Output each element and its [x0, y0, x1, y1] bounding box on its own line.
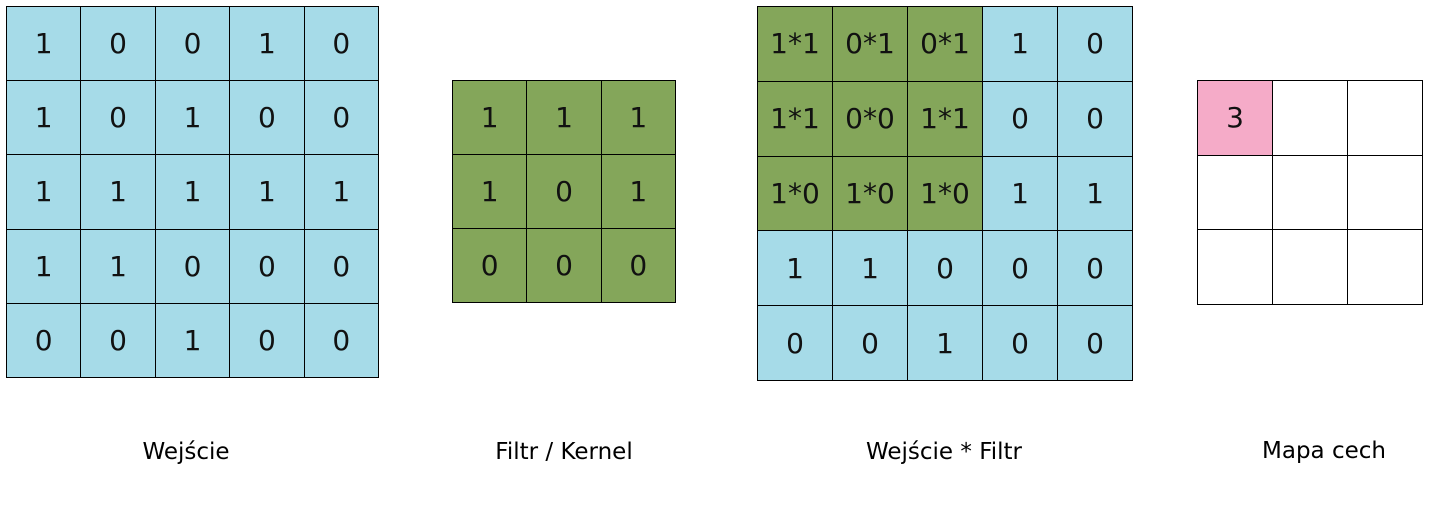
input-cell-r2-c0: 1 — [7, 155, 81, 229]
input-cell-r2-c1: 1 — [81, 155, 155, 229]
convolution-cell-r1-c4: 0 — [1058, 81, 1132, 156]
input-cell-r3-c0: 1 — [7, 229, 81, 303]
feature-map-cell-r2-c0 — [1198, 230, 1272, 304]
kernel-cell-r1-c1: 0 — [527, 155, 601, 228]
convolution-cell-r4-c2: 1 — [908, 306, 982, 380]
input-cell-r3-c3: 0 — [230, 229, 304, 303]
input-cell-r4-c0: 0 — [7, 303, 81, 377]
convolution-cell-r4-c1: 0 — [833, 306, 907, 380]
input-cell-r1-c0: 1 — [7, 81, 81, 155]
input-cell-r0-c2: 0 — [155, 7, 230, 81]
input-cell-r0-c4: 0 — [304, 7, 378, 81]
convolution-cell-r1-c1: 0*0 — [833, 81, 907, 156]
feature-map-cell-r2-c2 — [1348, 230, 1422, 304]
input-cell-r4-c3: 0 — [230, 303, 304, 377]
convolution-cell-r1-c3: 0 — [983, 81, 1057, 156]
input-cell-r4-c1: 0 — [81, 303, 155, 377]
input-cell-r0-c1: 0 — [81, 7, 155, 81]
input-cell-r1-c4: 0 — [304, 81, 378, 155]
input-caption: Wejście — [142, 439, 230, 465]
input-cell-r2-c3: 1 — [230, 155, 304, 229]
convolution-cell-r3-c4: 0 — [1058, 231, 1132, 306]
input-cell-r2-c2: 1 — [155, 155, 230, 229]
input-cell-r0-c3: 1 — [230, 7, 304, 81]
kernel-cell-r1-c0: 1 — [453, 155, 527, 228]
convolution-cell-r2-c1: 1*0 — [833, 156, 907, 231]
input-cell-r3-c4: 0 — [304, 229, 378, 303]
feature-map-cell-r1-c0 — [1198, 155, 1272, 230]
convolution-cell-r4-c0: 0 — [758, 306, 832, 380]
convolution-cell-r0-c2: 0*1 — [908, 7, 982, 81]
convolution-cell-r1-c0: 1*1 — [758, 81, 832, 156]
kernel-cell-r0-c0: 1 — [453, 81, 527, 154]
convolution-cell-r1-c2: 1*1 — [908, 81, 982, 156]
kernel-cell-r0-c2: 1 — [601, 81, 675, 154]
convolution-cell-r3-c2: 0 — [908, 231, 982, 306]
kernel-caption: Filtr / Kernel — [495, 439, 633, 465]
input-cell-r4-c4: 0 — [304, 303, 378, 377]
convolution-cell-r4-c3: 0 — [983, 306, 1057, 380]
convolution-cell-r0-c3: 1 — [983, 7, 1057, 81]
input-cell-r1-c3: 0 — [230, 81, 304, 155]
convolution-cell-r3-c3: 0 — [983, 231, 1057, 306]
input-cell-r0-c0: 1 — [7, 7, 81, 81]
convolution-caption: Wejście * Filtr — [865, 439, 1023, 465]
convolution-cell-r0-c4: 0 — [1058, 7, 1132, 81]
input-cell-r3-c1: 1 — [81, 229, 155, 303]
convolution-cell-r4-c4: 0 — [1058, 306, 1132, 380]
input-cell-r3-c2: 0 — [155, 229, 230, 303]
convolution-cell-r3-c1: 1 — [833, 231, 907, 306]
convolution-cell-r3-c0: 1 — [758, 231, 832, 306]
kernel-cell-r0-c1: 1 — [527, 81, 601, 154]
feature-map-cell-r0-c0: 3 — [1198, 81, 1272, 155]
feature-map-cell-r1-c2 — [1348, 155, 1422, 230]
convolution-cell-r2-c4: 1 — [1058, 156, 1132, 231]
feature-map-cell-r0-c2 — [1348, 81, 1422, 155]
input-cell-r1-c2: 1 — [155, 81, 230, 155]
convolution-cell-r0-c0: 1*1 — [758, 7, 832, 81]
kernel-cell-r2-c0: 0 — [453, 229, 527, 302]
convolution-cell-r2-c3: 1 — [983, 156, 1057, 231]
feature-map-cell-r1-c1 — [1273, 155, 1347, 230]
input-cell-r4-c2: 1 — [155, 303, 230, 377]
kernel-cell-r2-c2: 0 — [601, 229, 675, 302]
input-cell-r1-c1: 0 — [81, 81, 155, 155]
kernel-cell-r1-c2: 1 — [601, 155, 675, 228]
kernel-cell-r2-c1: 0 — [527, 229, 601, 302]
feature-map-cell-r0-c1 — [1273, 81, 1347, 155]
convolution-cell-r2-c2: 1*0 — [908, 156, 982, 231]
feature-map-matrix: 3 — [1197, 80, 1423, 305]
convolution-cell-r0-c1: 0*1 — [833, 7, 907, 81]
feature-map-caption: Mapa cech — [1262, 438, 1386, 464]
convolution-cell-r2-c0: 1*0 — [758, 156, 832, 231]
input-cell-r2-c4: 1 — [304, 155, 378, 229]
feature-map-cell-r2-c1 — [1273, 230, 1347, 304]
